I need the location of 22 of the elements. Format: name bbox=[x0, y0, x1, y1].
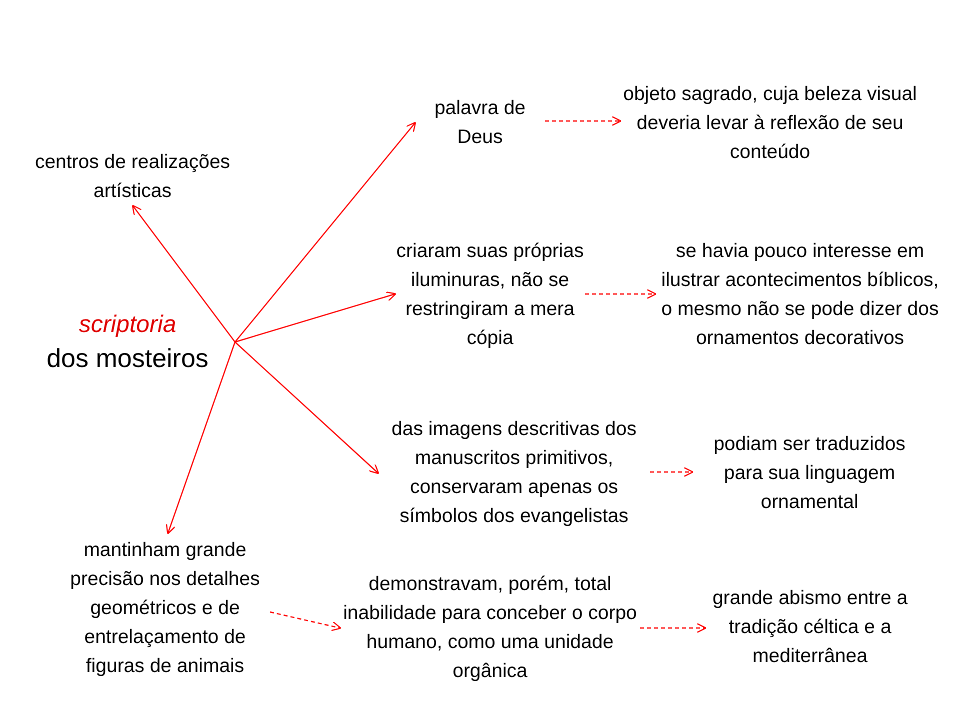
node-text: demonstravam, porém, total inabilidade para conceber o corpo humano, como uma unidade orgânica bbox=[342, 572, 638, 684]
node-text: grande abismo entre a tradição céltica e a mediterrânea bbox=[711, 586, 909, 669]
node-text: centros de realizações artísticas bbox=[34, 150, 232, 204]
node-text: podiam ser traduzidos para sua linguagem ornamental bbox=[712, 432, 906, 514]
arrow bbox=[166, 342, 236, 534]
dashed-arrow bbox=[270, 611, 342, 632]
node-text: criaram suas próprias iluminuras, não se restringiram a mera cópia bbox=[395, 238, 585, 350]
node-text: mantinham grande precisão nos detalhes geométricos e de entrelaçamento de figuras de animais bbox=[69, 538, 261, 678]
dashed-arrow bbox=[585, 288, 656, 300]
arrow bbox=[234, 291, 396, 343]
node-text: objeto sagrado, cuja beleza visual deveria levar à reflexão de seu conteúdo bbox=[622, 82, 918, 164]
dashed-arrow bbox=[650, 466, 694, 478]
arrow bbox=[132, 204, 236, 342]
dashed-arrow bbox=[640, 622, 706, 634]
node-text: palavra de Deus bbox=[433, 96, 527, 150]
node-text: das imagens descritivas dos manuscritos primitivos, conservaram apenas os símbolos dos evangelistas bbox=[390, 416, 638, 528]
dashed-arrow bbox=[545, 116, 622, 126]
node-text: se havia pouco interesse em ilustrar acontecimentos bíblicos, o mesmo não se pode dizer dos ornamentos decorativos bbox=[660, 238, 940, 350]
arrow bbox=[234, 342, 380, 474]
central-topic: dos mosteiros bbox=[46, 342, 208, 375]
central-term: scriptoria bbox=[78, 310, 176, 340]
arrow bbox=[234, 122, 416, 342]
